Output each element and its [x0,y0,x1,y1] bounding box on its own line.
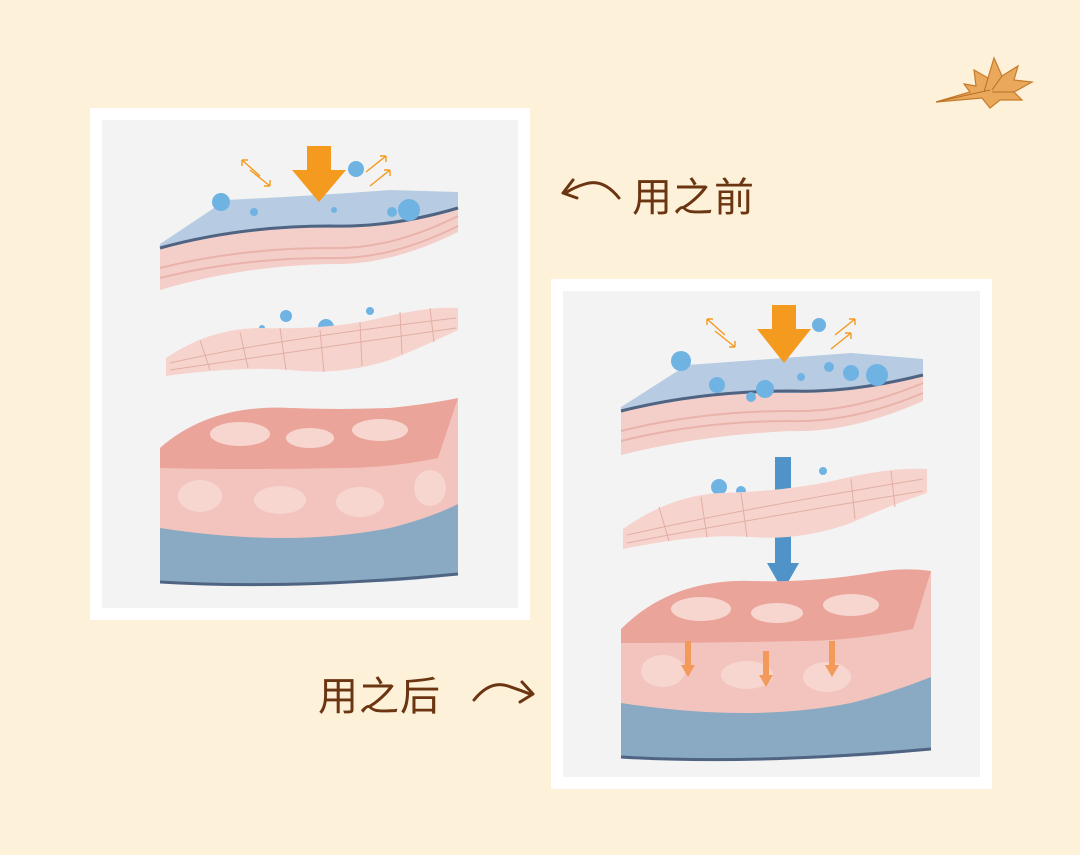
before-diagram-panel [90,108,530,620]
after-label: 用之后 [318,674,441,720]
absorption-arrows-icon [681,641,839,687]
skin-layers-before-illustration [159,146,459,587]
curved-arrow-right-icon [472,680,535,704]
after-diagram-panel [551,279,992,789]
skin-layers-after-illustration [620,305,932,762]
sunlight-arrow-icon [757,305,811,363]
curved-arrow-left-icon [561,178,621,200]
maple-leaf-icon [935,56,1034,109]
reflection-arrows-icon [706,318,856,350]
water-drops [212,161,420,335]
sunlight-arrow-icon [292,146,346,202]
reflection-arrows-icon [241,155,391,187]
before-label: 用之前 [632,175,755,221]
